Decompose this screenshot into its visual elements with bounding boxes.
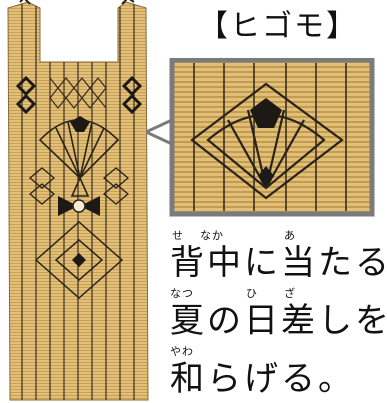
- furigana: ひ: [246, 287, 258, 300]
- furigana: せ: [172, 229, 184, 242]
- caption-line-1: せ なか あ 背中に当たる: [170, 228, 387, 286]
- caption-text: 和らげる。: [170, 359, 355, 399]
- furigana: なつ: [170, 287, 194, 300]
- caption-text: 背中に当たる: [170, 243, 387, 283]
- title: 【ヒゴモ】: [198, 9, 358, 44]
- caption-text: 夏の日差しを: [170, 301, 387, 341]
- caption-line-2: なつ ひ ざ 夏の日差しを: [170, 286, 387, 344]
- furigana: あ: [284, 229, 296, 242]
- higomo-back-pad: [7, 0, 149, 401]
- furigana: やわ: [170, 345, 194, 358]
- caption: せ なか あ 背中に当たる なつ ひ ざ 夏の日差しを やわ 和らげる。: [170, 228, 387, 402]
- furigana: なか: [200, 229, 224, 242]
- zoom-inset: [146, 58, 375, 217]
- caption-line-3: やわ 和らげる。: [170, 344, 385, 402]
- furigana: ざ: [284, 287, 296, 300]
